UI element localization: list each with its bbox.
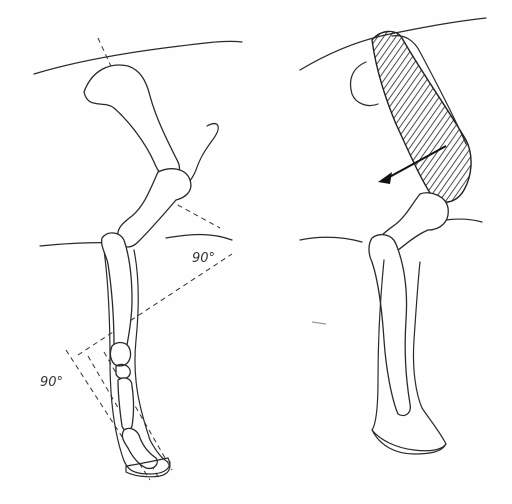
forearm-right: [369, 235, 410, 416]
angle-label-lower: 90°: [40, 375, 63, 390]
scapula-bone: [84, 65, 179, 178]
forearm-axis-line: [78, 254, 232, 355]
stray-mark: [312, 322, 326, 324]
humerus-bone: [118, 169, 191, 247]
leg-outline-back: [134, 250, 168, 462]
angle-label-upper: 90°: [192, 251, 215, 266]
carpal-bones: [110, 343, 130, 379]
cannon-bone: [118, 378, 134, 431]
pastern-bones: [122, 428, 157, 468]
right-limb-panel: [300, 18, 486, 454]
back-outline-left: [34, 41, 242, 74]
chest-outline-right: [351, 62, 378, 106]
radius-ulna-bone: [102, 233, 132, 351]
left-limb-panel: 90° 90°: [34, 38, 242, 480]
force-arrow-head: [378, 172, 392, 184]
